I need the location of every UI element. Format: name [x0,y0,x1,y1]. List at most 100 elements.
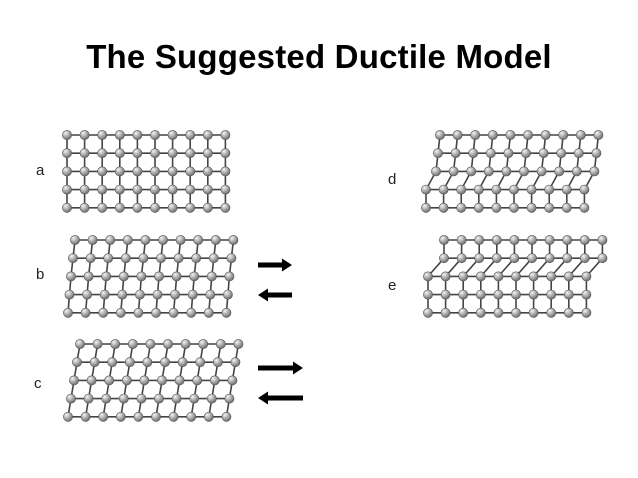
atom [97,202,108,213]
atom [431,166,441,177]
atom [151,307,161,318]
atom [505,130,516,140]
panel-a: a [36,130,231,213]
atom [205,289,216,300]
atom [170,289,180,300]
atom [105,235,116,245]
atom [150,202,160,213]
atom [115,307,126,318]
atom [193,235,204,245]
atom [458,289,469,300]
atom [133,411,144,422]
lattice-d [421,130,604,213]
arrow-left-icon [258,288,292,302]
atom [156,253,166,264]
atom [222,289,233,300]
atom [221,411,232,422]
atom [151,411,161,422]
atom [528,271,539,282]
atom [63,411,73,422]
atom [591,148,602,159]
atom [64,289,75,300]
atom [438,202,449,213]
atom [92,339,103,349]
atom [158,235,168,245]
slide-title: The Suggested Ductile Model [86,38,552,75]
atom [168,411,179,422]
atom [202,130,213,140]
atom [192,375,203,386]
atom [491,253,502,264]
atom [571,166,582,177]
panel-c: c [34,339,303,422]
atom [528,289,539,300]
shear-arrows-b [258,258,292,302]
atom [440,307,451,318]
atom [546,289,557,300]
atom [220,130,231,140]
atom [118,393,129,404]
atom [206,271,217,282]
atom [83,393,94,404]
atom [597,235,608,245]
atom [138,253,149,264]
atom [527,235,537,245]
atom [62,130,72,140]
atom [544,184,555,195]
atom [72,357,82,368]
atom [70,235,80,245]
atom [202,166,213,177]
atom [493,271,504,282]
atom [540,130,551,140]
atom [562,235,573,245]
atom [226,253,237,264]
atom [466,166,477,177]
atom [142,357,153,368]
atom [501,166,512,177]
atom [185,130,196,140]
atom [503,148,514,159]
atom [132,148,143,159]
atom [80,411,91,422]
atom [519,166,529,177]
lattice-c [63,339,244,422]
atom [107,357,118,368]
atom [79,166,90,177]
atom [154,271,164,282]
atom [97,184,108,195]
atom [185,148,196,159]
atom [150,148,160,159]
atom [228,235,239,245]
atom [167,130,178,140]
atom [452,130,463,140]
atom [114,184,125,195]
atom [230,357,241,368]
atom [180,339,191,349]
atom [110,339,121,349]
atom [150,166,160,177]
atom [438,184,449,195]
atom [526,184,537,195]
atom [475,307,486,318]
atom [209,375,220,386]
atom [544,235,555,245]
atom [579,235,590,245]
atom [114,148,125,159]
panel-label-e: e [388,277,396,294]
lattice-a [62,130,231,213]
atom [167,184,178,195]
atom [421,184,431,195]
atom [563,307,574,318]
atom [561,202,572,213]
atom [104,375,115,386]
atom [202,184,213,195]
atom [132,184,143,195]
atom [82,289,92,300]
atom [475,289,486,300]
atom [563,271,574,282]
atom [163,339,173,349]
atom [456,235,467,245]
atom [491,184,502,195]
atom [573,148,584,159]
